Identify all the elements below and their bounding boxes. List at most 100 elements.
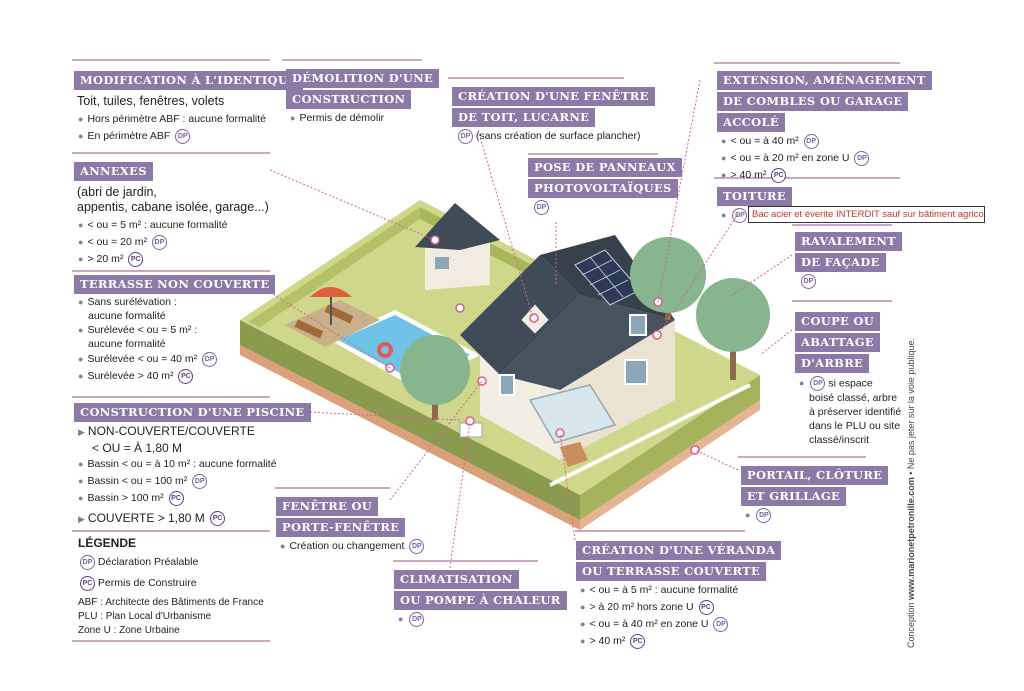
list-item: ●> 20 m² PC — [78, 251, 269, 268]
list-item: ●< ou = à 40 m² DP — [721, 133, 932, 150]
dp-badge: DP — [810, 376, 826, 391]
legend-abf: ABF : Architecte des Bâtiments de France — [78, 597, 264, 608]
list-item: ●< ou = 20 m² DP — [78, 234, 269, 251]
section-title: COUPE OU — [795, 312, 881, 331]
list-item: ●DP si espace — [799, 376, 873, 391]
section-title: CLIMATISATION — [394, 570, 519, 589]
list-item: ●< ou = à 5 m² : aucune formalité — [580, 584, 739, 596]
tree-back — [630, 237, 706, 313]
list-item: ●Sans surélévation : — [78, 296, 177, 308]
section-title: EXTENSION, AMÉNAGEMENT — [717, 71, 932, 90]
list-item: aucune formalité — [88, 338, 166, 350]
section-demolition: DÉMOLITION D'UNE CONSTRUCTION ●Permis de… — [286, 68, 440, 127]
list-item: ●Création ou changement DP — [280, 538, 425, 555]
dp-badge: DP — [202, 351, 218, 367]
section-title: ET GRILLAGE — [741, 487, 847, 506]
dp-badge: DP — [854, 150, 870, 166]
section-title: CRÉATION D'UNE VÉRANDA — [576, 541, 782, 560]
hedge — [248, 207, 420, 327]
list-item: ●Permis de démolir — [290, 112, 385, 124]
section-fenetre: FENÊTRE OU PORTE-FENÊTRE ●Création ou ch… — [276, 496, 425, 555]
section-title: OU POMPE À CHALEUR — [394, 591, 567, 610]
garden-shed — [425, 240, 490, 290]
section-annexes: ANNEXES (abri de jardin, appentis, caban… — [74, 161, 269, 268]
ground-side-left — [240, 320, 580, 520]
pc-badge: PC — [80, 575, 95, 591]
section-coupe: COUPE OU ABATTAGE D'ARBRE ●DP si espace … — [795, 311, 901, 447]
dp-badge: DP — [756, 507, 772, 523]
list-item: dans le PLU ou site — [809, 420, 901, 432]
section-title: POSE DE PANNEAUX — [528, 158, 682, 177]
section-title: DE TOIT, LUCARNE — [452, 108, 596, 127]
list-item: classé/inscrit — [809, 434, 870, 446]
pc-badge: PC — [178, 368, 194, 384]
section-title: D'ARBRE — [795, 354, 870, 373]
toiture-note: Bac acier et éverite INTERDIT sauf sur b… — [748, 206, 985, 223]
list-item: à préserver identifié — [809, 406, 902, 418]
list-item: ●DP — [745, 507, 888, 524]
list-item: ▶COUVERTE > 1,80 M PC — [78, 510, 311, 527]
ground-side-right — [580, 375, 760, 520]
list-item: ●< ou = à 20 m² en zone U DP — [721, 150, 932, 167]
list-item: ●Surélevée < ou = 5 m² : — [78, 324, 198, 336]
section-title: CONSTRUCTION D'UNE PISCINE — [74, 403, 311, 422]
dp-badge: DP — [534, 199, 549, 215]
dp-badge: DP — [732, 207, 748, 223]
list-item: ▶NON-COUVERTE/COUVERTE — [78, 424, 255, 438]
section-fenetre-toit: CRÉATION D'UNE FENÊTRE DE TOIT, LUCARNE … — [452, 86, 655, 145]
section-ravalement: RAVALEMENT DE FAÇADE DP — [795, 231, 903, 290]
section-title: ACCOLÉ — [717, 113, 785, 132]
legend-pc: PC Permis de Construire — [78, 575, 264, 592]
list-item: ●Bassin < ou = 100 m² DP — [78, 473, 311, 490]
section-modification: MODIFICATION À L'IDENTIQUE Toit, tuiles,… — [74, 70, 304, 145]
legend-dp: DP Déclaration Préalable — [78, 554, 264, 571]
pc-badge: PC — [168, 490, 184, 506]
pc-badge: PC — [128, 251, 144, 267]
section-portail: PORTAIL, CLÔTURE ET GRILLAGE ●DP — [741, 465, 889, 524]
tree-left — [400, 335, 470, 405]
section-subtitle: appentis, cabane isolée, garage...) — [77, 200, 269, 214]
list-item: DP — [532, 199, 682, 216]
list-item: aucune formalité — [88, 310, 166, 322]
list-item: ●Hors périmètre ABF : aucune formalité — [78, 113, 267, 125]
fence — [549, 383, 751, 487]
veranda — [528, 384, 617, 444]
section-title: MODIFICATION À L'IDENTIQUE — [74, 71, 304, 90]
list-item: ●Bassin < ou = à 10 m² : aucune formalit… — [78, 458, 277, 470]
legend-title: LÉGENDE — [78, 536, 137, 550]
section-panneaux: POSE DE PANNEAUX PHOTOVOLTAÏQUES DP — [528, 157, 682, 216]
roof-left — [460, 255, 580, 375]
list-item: ●< ou = à 40 m² en zone U DP — [580, 616, 781, 633]
dp-badge: DP — [80, 554, 95, 570]
section-veranda: CRÉATION D'UNE VÉRANDA OU TERRASSE COUVE… — [576, 540, 782, 650]
section-piscine: CONSTRUCTION D'UNE PISCINE ▶NON-COUVERTE… — [74, 402, 311, 527]
list-item: ●DP — [398, 611, 567, 628]
section-terrasse: TERRASSE NON COUVERTE ●Sans surélévation… — [74, 274, 276, 385]
section-title: PHOTOVOLTAÏQUES — [528, 179, 678, 198]
dp-badge: DP — [192, 473, 208, 489]
credit-text: Conception www.marionetpetronille.com • … — [906, 338, 916, 648]
section-title: RAVALEMENT — [795, 232, 903, 251]
list-item: ●DP — [721, 207, 792, 224]
section-title: TERRASSE NON COUVERTE — [74, 275, 276, 294]
section-title: PORTAIL, CLÔTURE — [741, 466, 889, 485]
pc-badge: PC — [210, 511, 226, 527]
section-title: ABATTAGE — [795, 333, 880, 352]
section-title: DE COMBLES OU GARAGE — [717, 92, 909, 111]
dp-badge: DP — [458, 128, 473, 144]
dp-badge: DP — [409, 611, 425, 627]
section-subtitle: Toit, tuiles, fenêtres, volets — [77, 94, 225, 108]
section-title: CONSTRUCTION — [286, 90, 412, 109]
dp-badge: DP — [409, 538, 425, 554]
section-title: ANNEXES — [74, 162, 153, 181]
list-item: ●Bassin > 100 m² PC — [78, 490, 311, 507]
section-title: DE FAÇADE — [795, 253, 886, 272]
section-title: DÉMOLITION D'UNE — [286, 69, 440, 88]
list-item: DP (sans création de surface plancher) — [456, 128, 655, 145]
dp-badge: DP — [151, 234, 167, 250]
list-item: ●< ou = 5 m² : aucune formalité — [78, 219, 228, 231]
list-item: boisé classé, arbre — [809, 392, 898, 404]
legend-zone: Zone U : Zone Urbaine — [78, 625, 180, 636]
dp-badge: DP — [713, 616, 729, 632]
